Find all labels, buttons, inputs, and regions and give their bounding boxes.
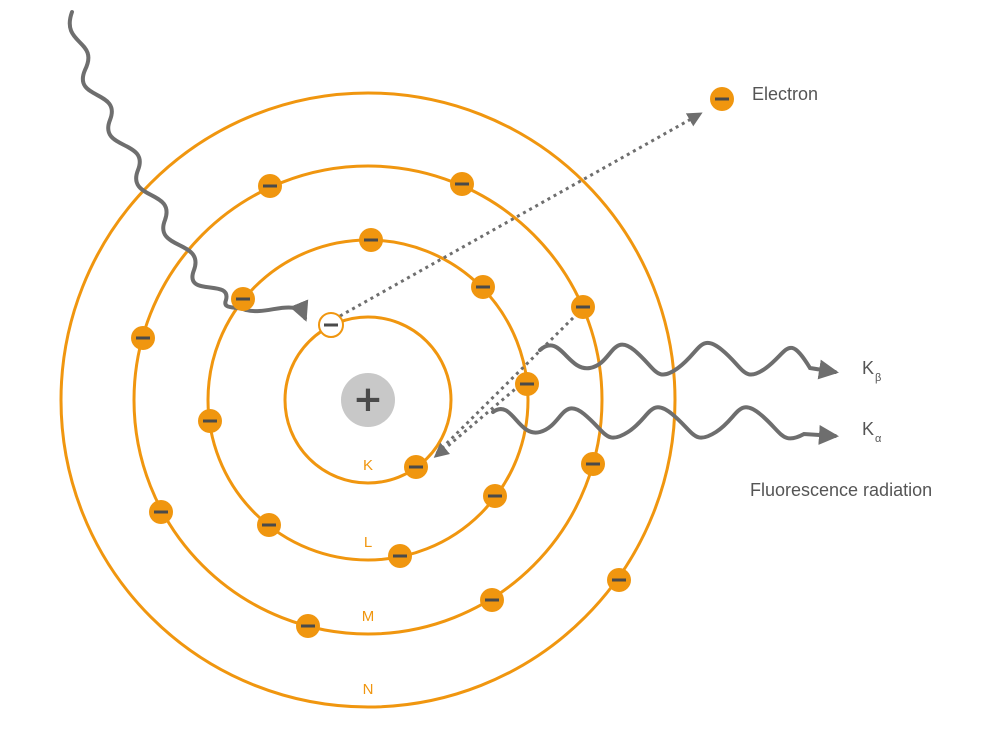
minus-sign [715,97,729,101]
electrons-n-shell [607,568,631,592]
ejected-electron [710,87,734,111]
orbit-n [59,91,677,709]
electron-marker [404,455,428,479]
electron-marker [198,409,222,433]
electron-marker [450,172,474,196]
minus-sign [612,578,626,582]
electrons-m-shell [131,172,605,638]
minus-sign [488,494,502,498]
minus-sign [520,382,534,386]
incoming-xray-wave-tail [244,299,309,322]
electron-marker [296,614,320,638]
k-alpha-wave [491,405,839,445]
electron-marker [257,513,281,537]
nucleus: + [341,373,395,427]
minus-sign [262,523,276,527]
orbit-k [283,315,453,485]
electron-marker [258,174,282,198]
k-alpha-subscript: α [875,433,882,445]
shell-label-l: L [364,534,372,551]
minus-sign [393,554,407,558]
ejected-electron-path [339,112,703,318]
shell-label-k: K [363,457,373,474]
transition-path-m-to-k [432,311,580,458]
electron-marker [515,372,539,396]
electrons-l-shell [198,228,539,568]
electron-marker [480,588,504,612]
minus-sign [586,462,600,466]
electron-marker [231,287,255,311]
shell-label-m: M [362,608,375,625]
electron-marker [388,544,412,568]
minus-sign [203,419,217,423]
minus-sign [301,624,315,628]
electron-label: Electron [752,84,818,104]
nucleus-plus-sign: + [353,379,383,420]
minus-sign [485,598,499,602]
minus-sign [364,238,378,242]
minus-sign [409,465,423,469]
plus-circle-icon [341,373,395,427]
minus-sign [455,182,469,186]
electron-marker [571,295,595,319]
electron-marker [149,500,173,524]
shell-label-n: N [363,681,374,698]
electron-marker [471,275,495,299]
electron-marker [607,568,631,592]
k-beta-wave [538,341,839,380]
vacancy-minus-sign [324,323,338,327]
minus-sign [476,285,490,289]
minus-sign [136,336,150,340]
vacancy-marker [318,312,344,338]
transition-path-l-to-k [433,383,521,458]
k-beta-subscript: β [875,372,881,384]
electron-marker [359,228,383,252]
minus-sign [154,510,168,514]
fluorescence-label: Fluorescence radiation [750,480,932,500]
minus-sign [576,305,590,309]
electron-marker [131,326,155,350]
incoming-xray-wave [67,10,248,312]
electron-marker [581,452,605,476]
orbit-m [132,164,604,636]
electrons-k-shell [318,312,428,479]
k-beta-label: K [862,358,874,378]
electron-marker [483,484,507,508]
minus-sign [236,297,250,301]
k-alpha-label: K [862,419,874,439]
minus-sign [263,184,277,188]
incoming-xray [67,10,309,322]
